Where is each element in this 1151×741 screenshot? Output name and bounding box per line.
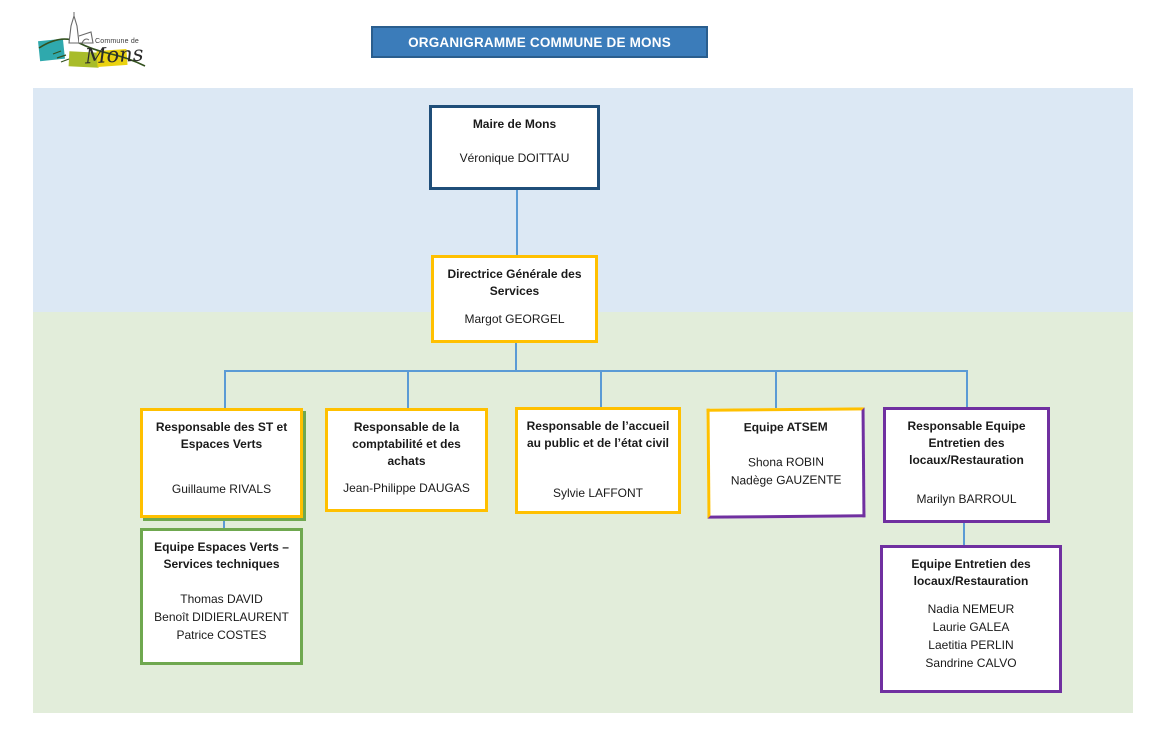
person-name: Sylvie LAFFONT <box>552 486 643 500</box>
connector-drop-accueil <box>600 370 602 407</box>
org-box-equipe-espaces-verts: Equipe Espaces Verts – Services techniqu… <box>140 528 303 665</box>
person-name: Nadège GAUZENTE <box>730 472 842 488</box>
connector-drop-compta <box>407 370 409 408</box>
logo-text-mons: Mons <box>84 41 145 69</box>
org-box-responsable-st: Responsable des ST et Espaces Verts Guil… <box>140 408 303 518</box>
org-box-title: Equipe Entretien des locaux/Restauration <box>911 557 1031 588</box>
org-box-names: Sylvie LAFFONT <box>518 484 678 511</box>
logo-text-commune-de: Commune de <box>95 38 140 45</box>
org-box-names: Guillaume RIVALS <box>143 480 300 515</box>
org-box-title: Responsable des ST et Espaces Verts <box>155 420 288 451</box>
page-title: ORGANIGRAMME COMMUNE DE MONS <box>408 34 671 50</box>
org-box-equipe-atsem: Equipe ATSEM Shona ROBIN Nadège GAUZENTE <box>706 407 866 519</box>
org-box-names: Véronique DOITTAU <box>432 149 597 187</box>
org-box-title: Equipe ATSEM <box>743 419 828 435</box>
logo-artwork-icon <box>38 12 146 68</box>
connector-drop-atsem <box>775 370 777 408</box>
org-box-title: Maire de Mons <box>472 117 557 131</box>
org-box-names: Shona ROBIN Nadège GAUZENTE <box>710 452 863 515</box>
page-title-banner: ORGANIGRAMME COMMUNE DE MONS <box>371 26 708 58</box>
person-name: Laetitia PERLIN <box>928 638 1014 652</box>
org-box-title: Responsable de l’accueil au public et de… <box>526 419 670 450</box>
commune-de-mons-logo: Commune de Mons <box>33 10 151 76</box>
org-box-title: Responsable de la comptabilité et des ac… <box>352 420 461 468</box>
org-box-responsable-entretien: Responsable Equipe Entretien des locaux/… <box>883 407 1050 523</box>
org-box-names: Jean-Philippe DAUGAS <box>328 479 485 509</box>
person-name: Thomas DAVID <box>180 592 263 606</box>
person-name: Laurie GALEA <box>932 620 1010 634</box>
connector-st-eev <box>223 518 225 528</box>
person-name: Guillaume RIVALS <box>171 482 272 496</box>
org-box-title: Directrice Générale des Services <box>447 267 582 298</box>
person-name: Marilyn BARROUL <box>916 492 1017 506</box>
org-box-directrice-generale: Directrice Générale des Services Margot … <box>431 255 598 343</box>
person-name: Benoît DIDIERLAURENT <box>154 610 289 624</box>
person-name: Nadia NEMEUR <box>927 602 1015 616</box>
person-name: Patrice COSTES <box>176 628 267 642</box>
connector-drop-st <box>224 370 226 408</box>
org-box-responsable-accueil: Responsable de l’accueil au public et de… <box>515 407 681 514</box>
org-box-names: Margot GEORGEL <box>434 310 595 340</box>
org-box-responsable-comptabilite: Responsable de la comptabilité et des ac… <box>325 408 488 512</box>
connector-bus <box>224 370 967 372</box>
org-box-equipe-entretien: Equipe Entretien des locaux/Restauration… <box>880 545 1062 693</box>
person-name: Jean-Philippe DAUGAS <box>343 481 470 495</box>
org-box-names: Marilyn BARROUL <box>886 490 1047 520</box>
connector-maire-dgs <box>516 190 518 255</box>
org-box-title: Responsable Equipe Entretien des locaux/… <box>907 419 1026 467</box>
org-box-names: Nadia NEMEUR Laurie GALEA Laetitia PERLI… <box>883 600 1059 690</box>
person-name: Sandrine CALVO <box>925 656 1017 670</box>
org-box-maire: Maire de Mons Véronique DOITTAU <box>429 105 600 190</box>
org-box-names: Thomas DAVID Benoît DIDIERLAURENT Patric… <box>143 590 300 662</box>
connector-dgs-bus <box>515 343 517 370</box>
connector-resp-ee <box>963 523 965 545</box>
org-box-title: Equipe Espaces Verts – Services techniqu… <box>154 540 289 571</box>
person-name: Véronique DOITTAU <box>459 151 570 165</box>
person-name: Margot GEORGEL <box>464 312 565 326</box>
person-name: Shona ROBIN <box>747 454 825 470</box>
connector-drop-resp-entretien <box>966 370 968 407</box>
